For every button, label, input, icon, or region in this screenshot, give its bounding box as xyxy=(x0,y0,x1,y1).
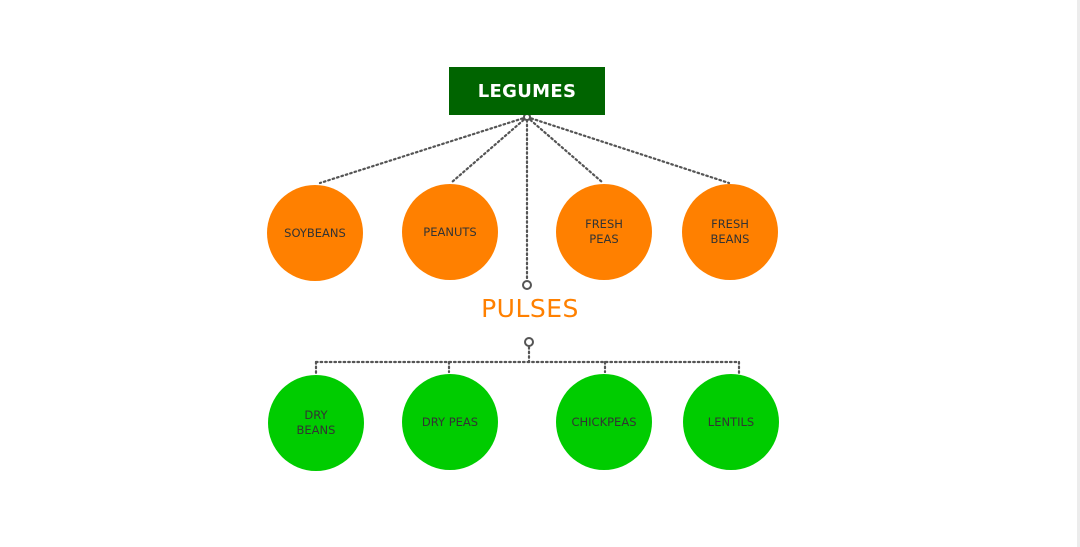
right-scrollbar-edge[interactable] xyxy=(1077,0,1080,547)
edge-legumes-fresh-beans xyxy=(525,115,731,185)
node-dry-beans[interactable]: DRY BEANS xyxy=(268,375,364,471)
node-fresh-beans[interactable]: FRESH BEANS xyxy=(682,184,778,280)
node-soybeans[interactable]: SOYBEANS xyxy=(267,185,363,281)
node-peanuts[interactable]: PEANUTS xyxy=(402,184,498,280)
node-fresh-peas[interactable]: FRESH PEAS xyxy=(556,184,652,280)
pulses-output-port xyxy=(524,337,534,347)
node-dry-peas[interactable]: DRY PEAS xyxy=(402,374,498,470)
node-lentils[interactable]: LENTILS xyxy=(683,374,779,470)
edge-legumes-soybeans xyxy=(318,115,529,185)
edge-legumes-fresh-peas xyxy=(525,115,604,184)
legumes-root-node[interactable]: LEGUMES xyxy=(449,67,605,115)
node-chickpeas[interactable]: CHICKPEAS xyxy=(556,374,652,470)
pulses-subcategory-label[interactable]: PULSES xyxy=(481,294,579,323)
edge-legumes-peanuts xyxy=(450,115,529,184)
pulses-input-port xyxy=(522,280,532,290)
